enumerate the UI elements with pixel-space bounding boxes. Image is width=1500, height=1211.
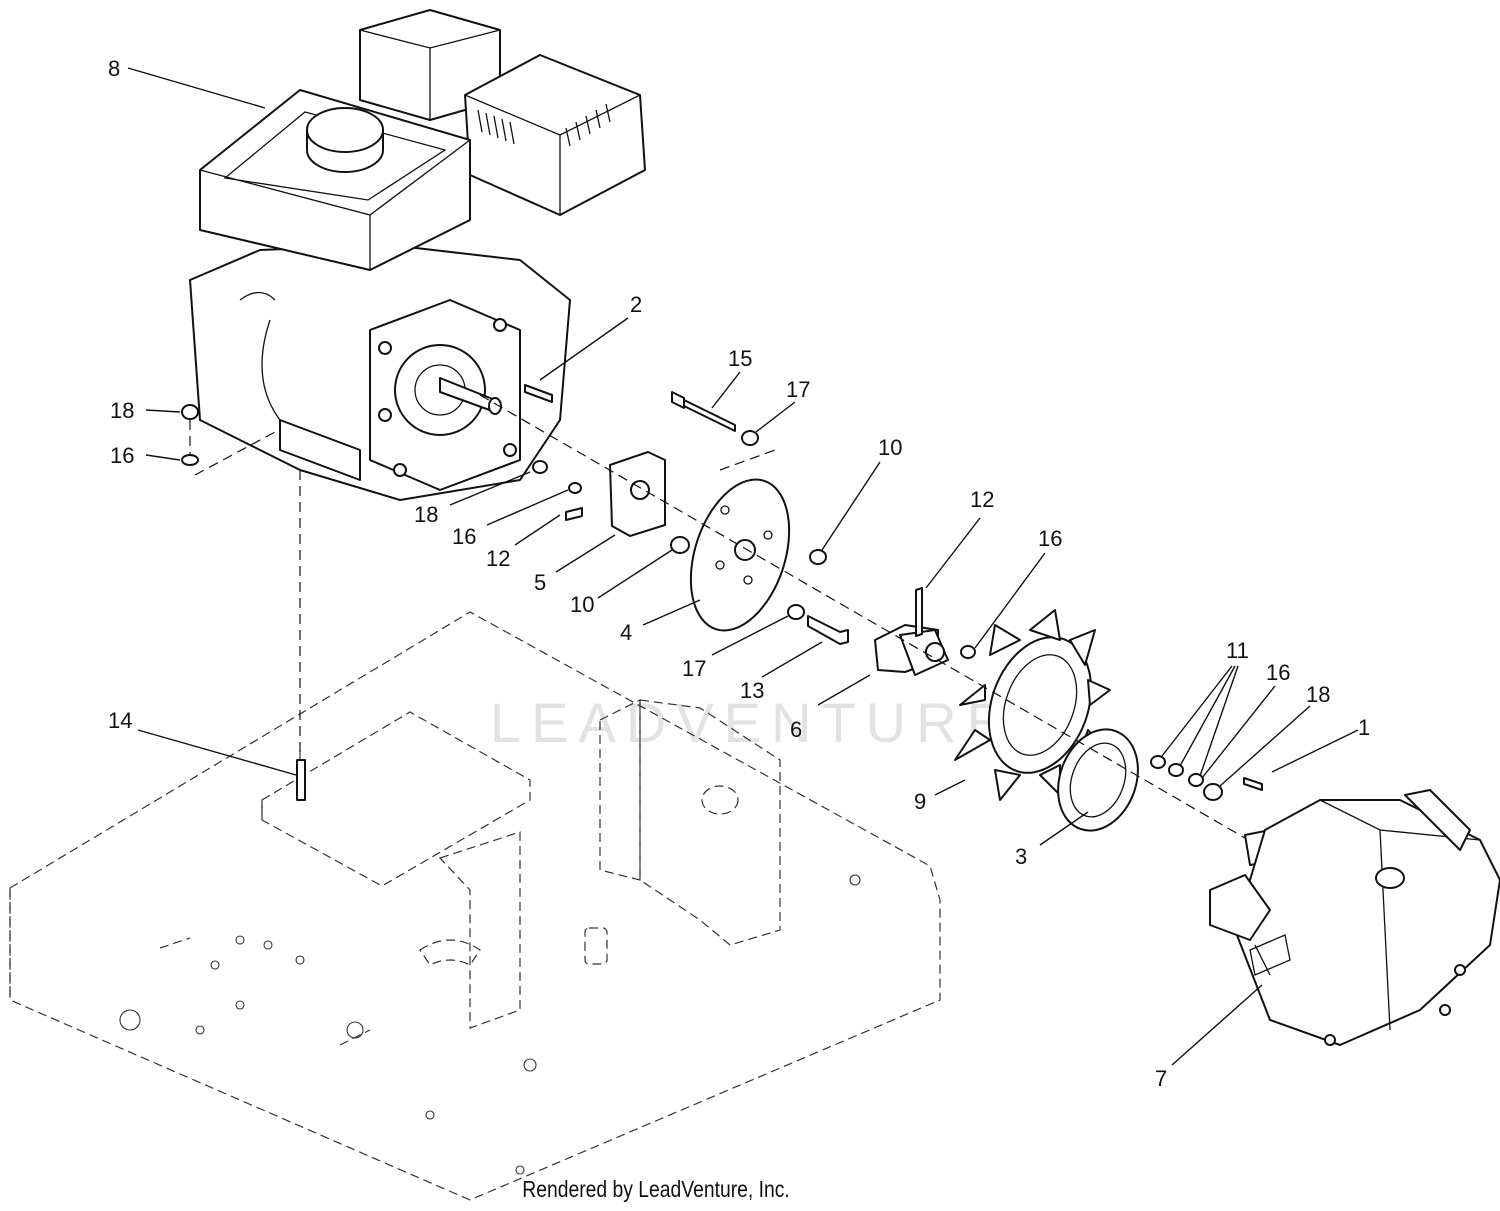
watermark: LEADVENTURE	[490, 691, 1014, 754]
machine-frame	[9, 611, 941, 1201]
part-3-gasket	[1057, 728, 1139, 832]
callout-12: 12	[970, 487, 994, 512]
callout-labels: 8 2 15 17 18 16 10 12 16 18 16 12 5 10 4…	[108, 56, 1370, 1091]
callout-16: 16	[1266, 660, 1290, 685]
callout-3: 3	[1015, 844, 1027, 869]
part-4-coupler-disc	[689, 478, 791, 632]
part-14-pin	[296, 759, 306, 801]
callout-2: 2	[630, 292, 642, 317]
callout-4: 4	[620, 620, 632, 645]
callout-12: 12	[486, 546, 510, 571]
callout-10: 10	[570, 592, 594, 617]
parts-18-16-left	[181, 404, 276, 476]
callout-7: 7	[1155, 1066, 1167, 1091]
callout-18: 18	[414, 502, 438, 527]
callout-5: 5	[534, 570, 546, 595]
callout-8: 8	[108, 56, 120, 81]
part-15-bolt	[671, 391, 736, 432]
part-2-key	[524, 384, 553, 403]
engine-assembly	[189, 9, 646, 501]
callout-17: 17	[682, 656, 706, 681]
leader-lines	[127, 67, 1359, 1066]
callout-9: 9	[914, 789, 926, 814]
part-6-hub	[874, 587, 976, 676]
callout-15: 15	[728, 346, 752, 371]
callout-16: 16	[1038, 526, 1062, 551]
footer-credit: Rendered by LeadVenture, Inc.	[522, 1176, 790, 1202]
parts-11-16-18-right	[1150, 755, 1263, 801]
part-13-bolt	[807, 615, 849, 645]
callout-16: 16	[452, 524, 476, 549]
callout-16: 16	[110, 443, 134, 468]
callout-17: 17	[786, 377, 810, 402]
part-10-spacer-right	[809, 549, 827, 565]
part-17-washer-upper	[741, 430, 759, 446]
callout-18: 18	[110, 398, 134, 423]
callout-10: 10	[878, 435, 902, 460]
callout-11: 11	[1226, 638, 1249, 663]
assembly-axis	[479, 394, 1246, 839]
callout-1: 1	[1358, 715, 1370, 740]
callout-18: 18	[1306, 682, 1330, 707]
part-9-fan	[954, 609, 1111, 801]
callout-14: 14	[108, 708, 132, 733]
callout-13: 13	[740, 678, 764, 703]
part-10-spacer-left	[670, 536, 690, 554]
part-5-bracket	[532, 451, 666, 537]
part-17-washer-lower	[787, 604, 805, 620]
callout-6: 6	[790, 717, 802, 742]
part-7-gearbox	[1209, 789, 1500, 1046]
